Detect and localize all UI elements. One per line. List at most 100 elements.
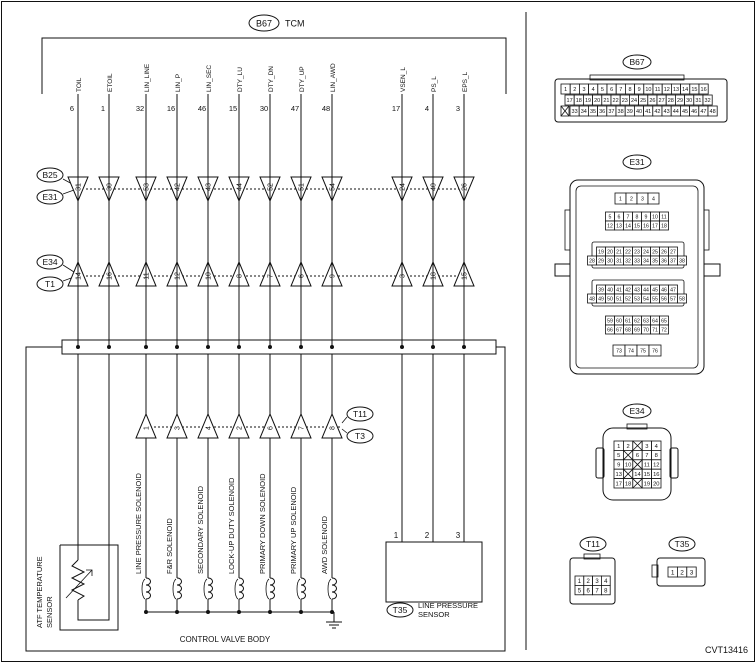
solenoid-coil-symbol: [331, 577, 337, 600]
e31-pin: 22: [625, 249, 631, 255]
e31-pin: 51: [616, 296, 622, 302]
b67-pin: 4: [592, 87, 595, 93]
b67-pin: 24: [631, 98, 637, 104]
t35-connector-oval: [386, 602, 414, 618]
e31-block-lower: [591, 279, 685, 307]
b67-pin: 11: [655, 87, 661, 93]
tcm-pin-number: 32: [136, 104, 144, 113]
t3-connector-oval: [346, 428, 374, 444]
e31-pin: 54: [643, 296, 649, 302]
e31-pin: 19: [598, 249, 604, 255]
t11-connector-oval: [346, 406, 374, 422]
b67-housing: [554, 78, 728, 123]
empty-cavity-mark: [632, 459, 643, 470]
b67-pin: 30: [686, 98, 692, 104]
b67-pin: 1: [564, 87, 567, 93]
t11-t3-pin-marker: [290, 412, 312, 439]
e34-pin: 8: [655, 453, 658, 459]
e31-pin: 20: [607, 249, 613, 255]
t1-connector-oval: [36, 276, 64, 292]
e34-housing: [602, 427, 672, 501]
b67-pin: 18: [576, 98, 582, 104]
e31-pin: 32: [625, 258, 631, 264]
t11-latch: [583, 553, 601, 560]
t1-pin-number: 7: [268, 274, 275, 278]
tcm-pin-number: 17: [392, 104, 400, 113]
e31-housing: [569, 179, 705, 375]
b67-pin: 26: [649, 98, 655, 104]
e31-pin: 49: [598, 296, 604, 302]
b25-pin-number: 42: [175, 183, 182, 191]
t1-pin-number: 3: [400, 274, 407, 278]
thermistor-arrow: [65, 569, 93, 599]
e31-pin: 60: [616, 318, 622, 324]
splice-dot: [237, 345, 241, 349]
b67-pin: 29: [677, 98, 683, 104]
e31-pin: 10: [652, 214, 658, 220]
t11-pin-cell: [601, 585, 611, 596]
e31-connector-oval: [36, 189, 64, 205]
solenoid-coil-symbol: [269, 577, 275, 600]
tcm-pin-number: 4: [425, 104, 429, 113]
atf-sensor-label-2: SENSOR: [45, 596, 54, 628]
splice-dot: [431, 345, 435, 349]
b67-pin: 31: [695, 98, 701, 104]
e31-pin: 15: [634, 223, 640, 229]
e31-pin: 16: [643, 223, 649, 229]
t35-pin: 2: [680, 569, 684, 576]
b25-pin-number: 26: [462, 183, 469, 191]
e31-pin: 50: [607, 296, 613, 302]
e31-pin-cell: [648, 344, 662, 357]
splice-dot: [144, 345, 148, 349]
t11-t3-pin-marker: [321, 412, 343, 439]
line-pressure-sensor-box: [385, 541, 483, 603]
tcm-signal-label: LIN_P: [175, 74, 182, 92]
t1-pin-number: 6: [299, 274, 306, 278]
ground-bus-junction: [299, 610, 303, 614]
e34-pin: 11: [644, 463, 650, 469]
splice-dot: [330, 345, 334, 349]
e34-pin: 9: [617, 463, 620, 469]
b67-pin: 38: [618, 109, 624, 115]
e34-pin: 7: [645, 453, 648, 459]
e31-pin-cell: [677, 293, 687, 304]
b67-pin: 37: [608, 109, 614, 115]
b67-pin: 8: [628, 87, 631, 93]
e31-pin: 27: [670, 249, 676, 255]
t1-pin-number: 14: [76, 272, 83, 280]
tcm-pin-number: 30: [260, 104, 268, 113]
t11-leader: [341, 416, 348, 424]
b25-pin-number: 54: [330, 183, 337, 191]
e31-rail-left: [564, 209, 571, 251]
e34-pin: 4: [655, 444, 659, 450]
e31-pin: 9: [645, 214, 648, 220]
e31-pin: 58: [679, 296, 685, 302]
e34-pin: 16: [653, 472, 659, 478]
solenoid-coil-core: [172, 578, 177, 600]
ground-bus-junction: [206, 610, 210, 614]
ground-bus-junction: [175, 610, 179, 614]
b67-pin: 16: [701, 87, 707, 93]
t11-pin: 8: [604, 588, 608, 594]
b67-pin: 5: [601, 87, 604, 93]
e31-pin: 68: [625, 327, 631, 333]
e31-pin: 45: [652, 287, 658, 293]
e31-pin: 75: [640, 348, 646, 354]
b67-pin: 12: [664, 87, 670, 93]
e34-connector-label: E34: [42, 257, 57, 267]
b67-pin: 28: [668, 98, 674, 104]
e31-pin: 53: [634, 296, 640, 302]
solenoid-label: PRIMARY DOWN SOLENOID: [258, 473, 267, 574]
e31-pin: 38: [679, 258, 685, 264]
b67-pin: 17: [567, 98, 573, 104]
e31-pin: 52: [625, 296, 631, 302]
empty-cavity-mark: [632, 478, 643, 489]
e31-pin: 59: [607, 318, 613, 324]
tcm-signal-label: ETOIL: [107, 73, 114, 92]
b67-pin: 35: [590, 109, 596, 115]
e31-pin: 55: [652, 296, 658, 302]
e34-leader: [62, 264, 75, 273]
tcm-pin-number: 1: [101, 104, 105, 113]
